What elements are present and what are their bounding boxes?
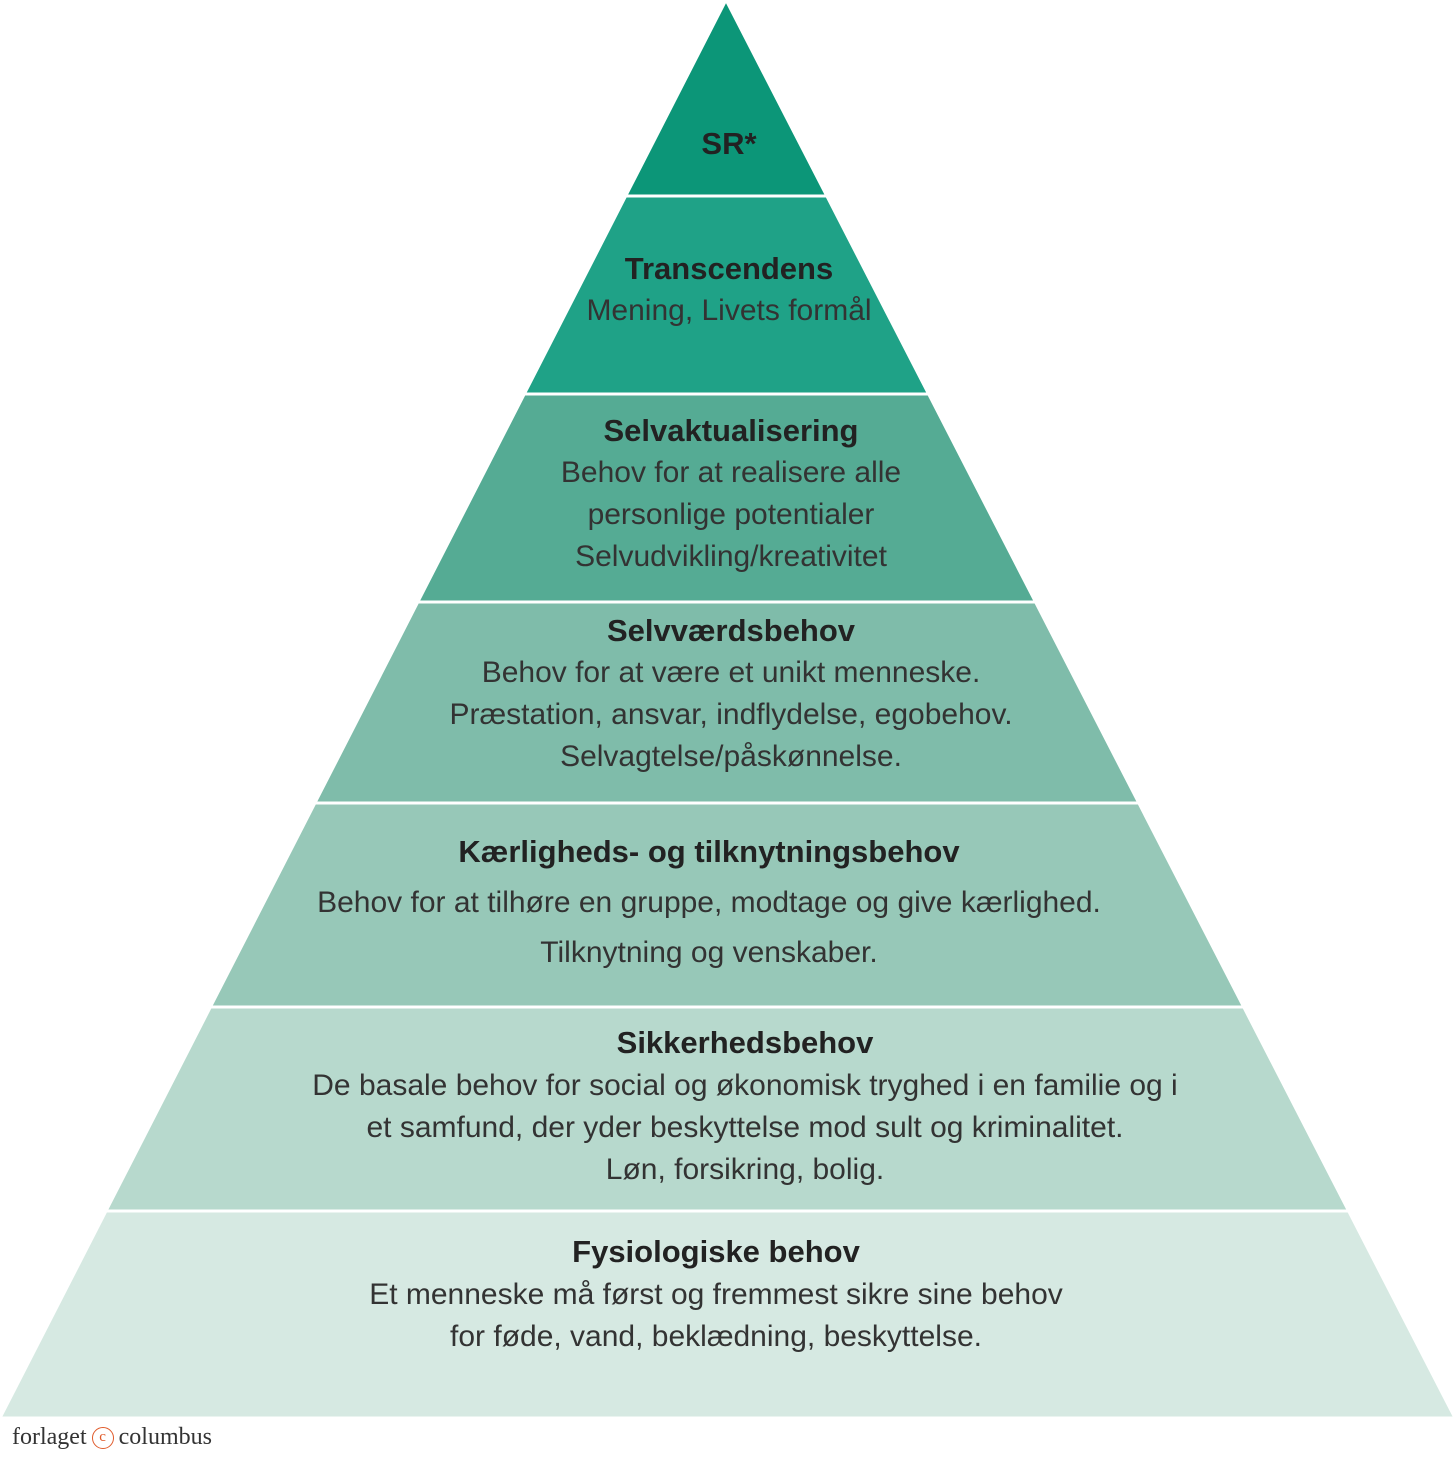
- level-description-line: Behov for at tilhøre en gruppe, modtage …: [317, 886, 1101, 919]
- level-description-line: Behov for at realisere alle: [561, 456, 901, 489]
- level-title: Sikkerhedsbehov: [617, 1025, 874, 1060]
- level-description-line: De basale behov for social og økonomisk …: [312, 1069, 1177, 1102]
- level-description-line: Løn, forsikring, bolig.: [606, 1153, 884, 1186]
- level-title: Kærligheds- og tilknytningsbehov: [458, 834, 960, 869]
- level-description-line: for føde, vand, beklædning, beskyttelse.: [450, 1320, 982, 1353]
- level-title: Fysiologiske behov: [572, 1234, 860, 1269]
- publisher-credit: forlaget c columbus: [12, 1424, 212, 1451]
- level-title: Selvaktualisering: [603, 413, 858, 448]
- publisher-name-left: forlaget: [12, 1424, 87, 1450]
- level-description-line: Præstation, ansvar, indflydelse, egobeho…: [449, 698, 1012, 731]
- level-title: SR*: [701, 126, 757, 161]
- pyramid-level-1: SR*: [623, 0, 830, 198]
- level-description-line: Selvudvikling/kreativitet: [575, 540, 887, 573]
- copyright-circle-icon: c: [91, 1426, 114, 1449]
- level-description-line: Mening, Livets formål: [586, 294, 871, 327]
- level-description-line: et samfund, der yder beskyttelse mod sul…: [366, 1111, 1123, 1144]
- level-description-line: Selvagtelse/påskønnelse.: [560, 740, 902, 773]
- level-description-line: Et menneske må først og fremmest sikre s…: [369, 1278, 1063, 1311]
- level-title: Transcendens: [625, 251, 833, 286]
- publisher-name-right: columbus: [118, 1424, 212, 1450]
- pyramid-level-band: [623, 0, 830, 198]
- pyramid-level-6: Sikkerhedsbehov De basale behov for socia…: [103, 1005, 1352, 1213]
- pyramid-level-7: Fysiologiske behov Et menneske må først o…: [0, 1209, 1455, 1420]
- level-title: Selvværdsbehov: [607, 613, 856, 648]
- level-description-line: Behov for at være et unikt menneske.: [482, 656, 981, 689]
- level-description-line: personlige potentialer: [588, 498, 875, 531]
- pyramid-level-band: [0, 1209, 1455, 1420]
- level-description-line: Tilknytning og venskaber.: [540, 936, 877, 969]
